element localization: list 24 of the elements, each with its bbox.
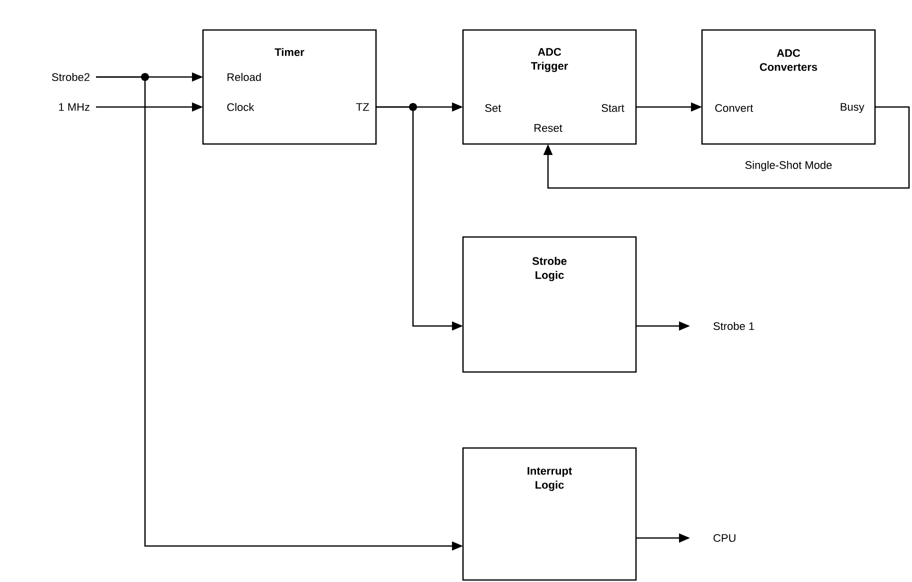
- mode-note: Single-Shot Mode: [745, 160, 832, 172]
- port-label: Convert: [715, 104, 754, 112]
- signal-label: Strobe2: [52, 72, 90, 82]
- block-title: Strobe Logic: [532, 256, 567, 282]
- port-label: Start: [602, 104, 624, 112]
- block-title: ADC Converters: [760, 49, 818, 71]
- port-label: Clock: [227, 102, 254, 112]
- port-label: Busy: [840, 103, 864, 113]
- port-label: Reset: [534, 124, 562, 132]
- logic-block: [701, 29, 876, 172]
- logic-block: [202, 29, 377, 145]
- port-label: Set: [485, 104, 502, 112]
- signal-label: Strobe 1: [714, 322, 754, 330]
- block-title: Timer: [274, 48, 304, 56]
- signal-label: 1 MHz: [59, 103, 90, 111]
- signal-label: CPU: [714, 534, 736, 542]
- logic-block: [462, 236, 637, 373]
- logic-block: [462, 447, 637, 581]
- port-label: Reload: [228, 72, 261, 82]
- logic-block: [462, 29, 637, 145]
- block-title: Interrupt Logic: [528, 467, 572, 491]
- block-title: ADC Trigger: [531, 48, 568, 72]
- port-label: TZ: [356, 103, 369, 111]
- arrow: [543, 106, 910, 189]
